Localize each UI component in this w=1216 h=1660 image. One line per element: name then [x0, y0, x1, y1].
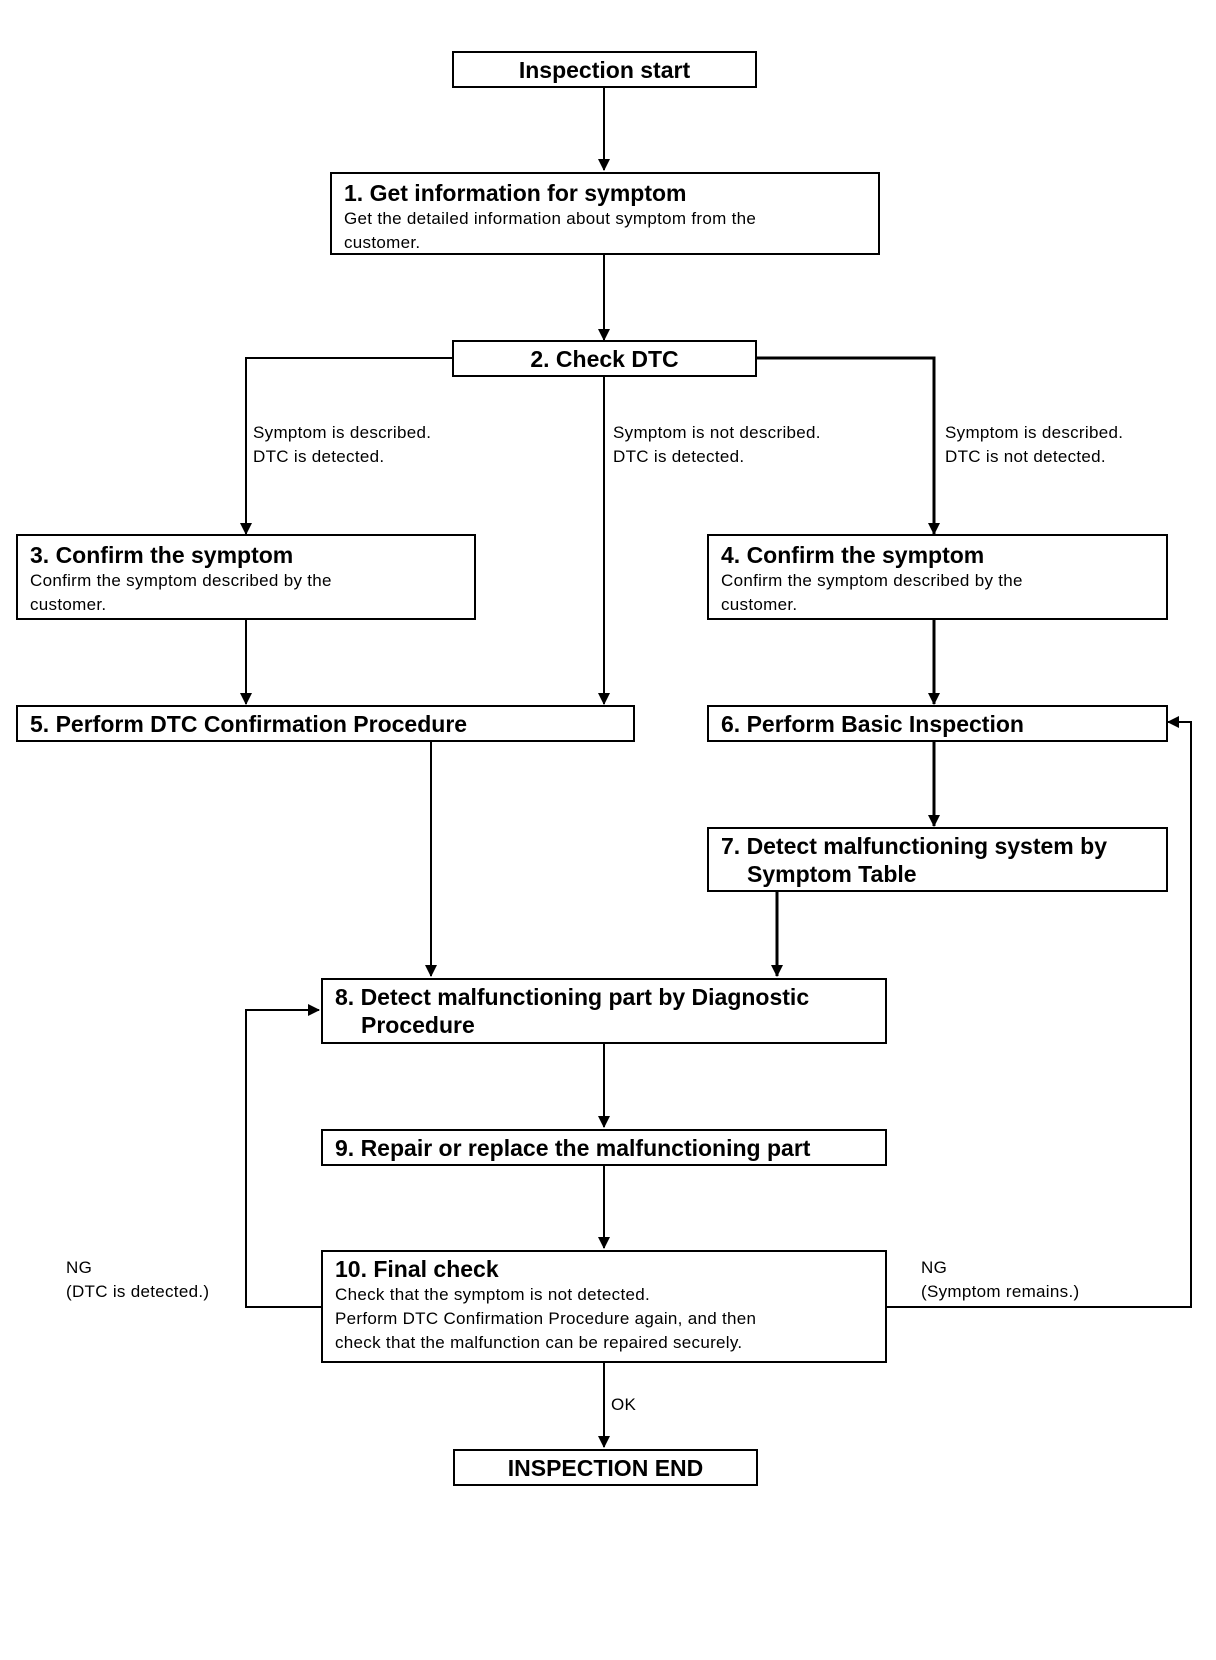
step-3-text-line2: customer. — [30, 595, 107, 614]
step-inspection-start: Inspection start — [452, 51, 757, 88]
step-3-text-line1: Confirm the symptom described by the — [30, 571, 332, 590]
step-1-title: 1. Get information for symptom — [344, 180, 687, 206]
step-4-title: 4. Confirm the symptom — [721, 542, 985, 568]
step-6-title: 6. Perform Basic Inspection — [721, 711, 1024, 737]
step-4-text-line2: customer. — [721, 595, 798, 614]
branch-label-left-line2: DTC is detected. — [253, 447, 385, 466]
step-4-confirm-symptom: 4. Confirm the symptom Confirm the sympt… — [707, 534, 1168, 620]
step-7-title-line2: Symptom Table — [747, 861, 917, 887]
step-10-final-check: 10. Final check Check that the symptom i… — [321, 1250, 887, 1363]
step-1-text-line2: customer. — [344, 233, 421, 252]
ng-label-right-line1: NG — [921, 1258, 948, 1277]
step-8-title-line1: 8. Detect malfunctioning part by Diagnos… — [335, 984, 810, 1010]
step-inspection-start-title: Inspection start — [518, 56, 691, 83]
step-inspection-end: INSPECTION END — [453, 1449, 758, 1486]
step-5-perform-dtc-confirmation: 5. Perform DTC Confirmation Procedure — [16, 705, 635, 742]
branch-label-middle-line2: DTC is detected. — [613, 447, 745, 466]
step-2-check-dtc: 2. Check DTC — [452, 340, 757, 377]
step-8-detect-part: 8. Detect malfunctioning part by Diagnos… — [321, 978, 887, 1044]
step-10-text-line3: check that the malfunction can be repair… — [335, 1333, 743, 1352]
step-7-title-line1: 7. Detect malfunctioning system by — [721, 833, 1107, 859]
arrow-ng-loop-to-8 — [245, 1004, 321, 1308]
step-3-title: 3. Confirm the symptom — [30, 542, 294, 568]
ng-label-left-line1: NG — [66, 1258, 93, 1277]
ng-label-right: NG (Symptom remains.) — [921, 1256, 1079, 1304]
ng-label-right-line2: (Symptom remains.) — [921, 1282, 1080, 1301]
branch-label-middle: Symptom is not described. DTC is detecte… — [613, 421, 821, 469]
step-9-title: 9. Repair or replace the malfunctioning … — [335, 1135, 811, 1161]
step-4-text-line1: Confirm the symptom described by the — [721, 571, 1023, 590]
step-5-title: 5. Perform DTC Confirmation Procedure — [30, 711, 468, 737]
step-9-repair-replace: 9. Repair or replace the malfunctioning … — [321, 1129, 887, 1166]
ng-label-left-line2: (DTC is detected.) — [66, 1282, 210, 1301]
arrow-ng-loop-to-6 — [886, 716, 1192, 1308]
branch-label-left-line1: Symptom is described. — [253, 423, 432, 442]
branch-label-left: Symptom is described. DTC is detected. — [253, 421, 431, 469]
branch-label-right-line2: DTC is not detected. — [945, 447, 1106, 466]
step-1-text-line1: Get the detailed information about sympt… — [344, 209, 757, 228]
step-2-title: 2. Check DTC — [530, 345, 679, 372]
step-6-basic-inspection: 6. Perform Basic Inspection — [707, 705, 1168, 742]
step-inspection-end-title: INSPECTION END — [507, 1454, 704, 1481]
ng-label-left: NG (DTC is detected.) — [66, 1256, 209, 1304]
step-10-title: 10. Final check — [335, 1256, 499, 1282]
step-7-detect-system: 7. Detect malfunctioning system by Sympt… — [707, 827, 1168, 892]
branch-label-middle-line1: Symptom is not described. — [613, 423, 821, 442]
step-8-title-line2: Procedure — [361, 1012, 475, 1038]
step-1-get-information: 1. Get information for symptom Get the d… — [330, 172, 880, 255]
step-10-text-line2: Perform DTC Confirmation Procedure again… — [335, 1309, 757, 1328]
ok-label: OK — [611, 1395, 637, 1414]
arrow-2-to-4 — [757, 356, 940, 535]
step-10-text-line1: Check that the symptom is not detected. — [335, 1285, 651, 1304]
arrow-2-to-3 — [240, 357, 453, 535]
branch-label-right-line1: Symptom is described. — [945, 423, 1124, 442]
branch-label-right: Symptom is described. DTC is not detecte… — [945, 421, 1123, 469]
step-3-confirm-symptom: 3. Confirm the symptom Confirm the sympt… — [16, 534, 476, 620]
